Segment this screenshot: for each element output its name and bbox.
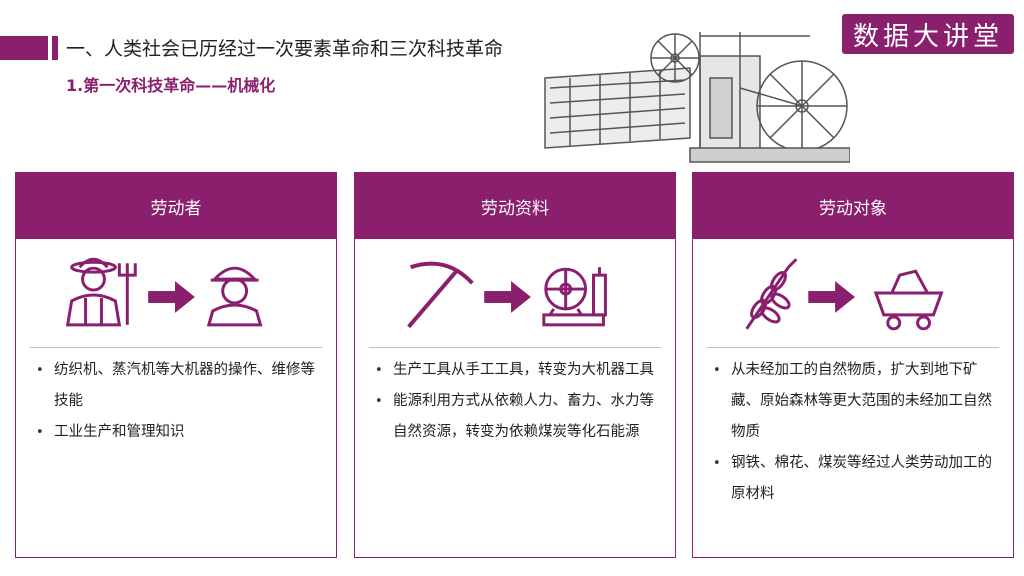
spinning-machine-illustration <box>544 32 850 163</box>
farmer-icon <box>65 257 137 327</box>
card-icons <box>65 257 263 327</box>
card-objects: 劳动对象 从未经加工的自然物质，扩大到地下矿藏、原始森林等更大范围的未经加工自然… <box>692 172 1014 558</box>
bullet-item: 从未经加工的自然物质，扩大到地下矿藏、原始森林等更大范围的未经加工自然物质 <box>709 355 1001 448</box>
card-bullets: 从未经加工的自然物质，扩大到地下矿藏、原始森林等更大范围的未经加工自然物质 钢铁… <box>709 355 1001 510</box>
card-icons <box>407 261 607 329</box>
bullet-item: 生产工具从手工工具，转变为大机器工具 <box>371 355 663 386</box>
card-bullets: 纺织机、蒸汽机等大机器的操作、维修等技能 工业生产和管理知识 <box>32 355 324 448</box>
arrow-right-icon <box>484 281 531 313</box>
logo-badge: 数据大讲堂 <box>842 14 1014 54</box>
bullet-item: 能源利用方式从依赖人力、畜力、水力等自然资源，转变为依赖煤炭等化石能源 <box>371 386 663 448</box>
card-labor: 劳动者 纺织机、蒸汽机等大机器的操作、维修等技能 工业生产和管理知识 <box>15 172 337 558</box>
arrow-right-icon <box>808 281 855 313</box>
card-title: 劳动对象 <box>693 173 1013 239</box>
card-divider <box>707 347 999 348</box>
card-instruments: 劳动资料 生产工具从手工工具，转变为大机器工具 能源利用方式从依赖人力、畜力、水… <box>354 172 676 558</box>
card-title: 劳动者 <box>16 173 336 239</box>
pickaxe-icon <box>407 261 474 329</box>
card-divider <box>369 347 661 348</box>
bullet-item: 纺织机、蒸汽机等大机器的操作、维修等技能 <box>32 355 324 417</box>
card-divider <box>30 347 322 348</box>
card-icons <box>745 258 944 331</box>
bullet-item: 工业生产和管理知识 <box>32 417 324 448</box>
mine-cart-icon <box>873 269 944 331</box>
wheat-icon <box>745 258 798 330</box>
title-accent-gap <box>48 36 52 60</box>
worker-icon <box>206 266 263 327</box>
page-title: 一、人类社会已历经过一次要素革命和三次科技革命 <box>66 38 504 60</box>
arrow-right-icon <box>148 281 195 313</box>
machine-icon <box>542 267 607 327</box>
card-bullets: 生产工具从手工工具，转变为大机器工具 能源利用方式从依赖人力、畜力、水力等自然资… <box>371 355 663 448</box>
page-subtitle: 1.第一次科技革命——机械化 <box>66 76 276 95</box>
title-accent-bar <box>0 36 48 60</box>
title-accent-bar-small <box>52 36 58 60</box>
card-title: 劳动资料 <box>355 173 675 239</box>
bullet-item: 钢铁、棉花、煤炭等经过人类劳动加工的原材料 <box>709 448 1001 510</box>
